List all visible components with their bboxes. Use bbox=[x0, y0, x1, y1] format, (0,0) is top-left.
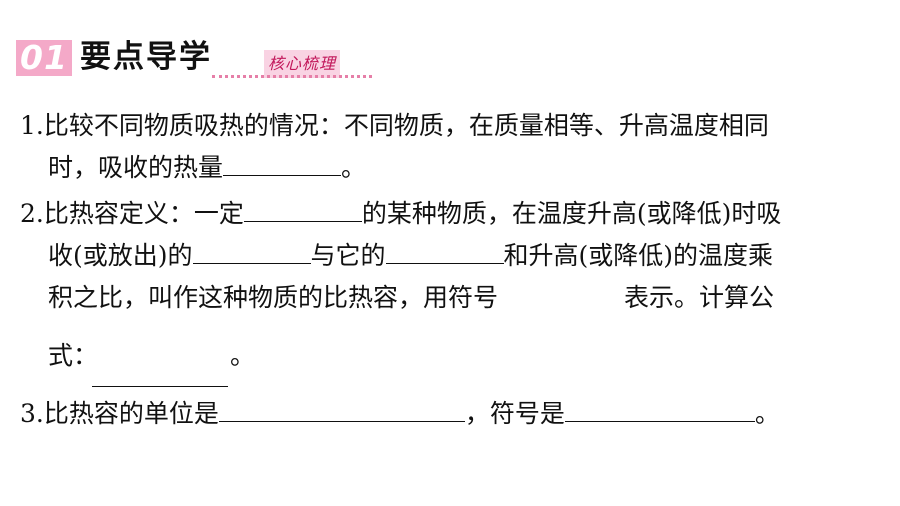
answer-blank[interactable] bbox=[385, 241, 504, 264]
item-2-text: 。 bbox=[230, 341, 256, 370]
section-header: 01 要点导学 核心梳理 bbox=[16, 34, 376, 80]
item-3-line-1: 3.比热容的单位是 ，符号是 。 bbox=[20, 396, 780, 432]
item-2-text: 表示。计算公 bbox=[624, 283, 775, 312]
dotted-underline bbox=[212, 75, 372, 78]
item-2-text: 式： bbox=[48, 341, 99, 370]
item-3-text: 3.比热容的单位是 bbox=[20, 399, 219, 428]
section-subtitle: 核心梳理 bbox=[264, 50, 341, 78]
item-2-text: 和升高(或降低)的温度乘 bbox=[503, 241, 774, 270]
item-1-line-1: 1.比较不同物质吸热的情况：不同物质，在质量相等、升高温度相同 bbox=[20, 108, 769, 144]
item-3-text: ，符号是 bbox=[464, 399, 565, 428]
answer-blank[interactable] bbox=[243, 199, 362, 222]
item-3-text: 。 bbox=[754, 399, 780, 428]
section-number-badge: 01 bbox=[16, 40, 72, 76]
item-1-text: 。 bbox=[341, 153, 367, 182]
item-2-line-2: 收(或放出)的 与它的 和升高(或降低)的温度乘 bbox=[48, 238, 773, 274]
item-2-line-4: 式： 。 bbox=[48, 338, 255, 374]
item-2-text: 2.比热容定义：一定 bbox=[20, 199, 244, 228]
answer-blank[interactable] bbox=[223, 153, 342, 176]
section-title: 要点导学 bbox=[80, 39, 212, 75]
item-2-text: 收(或放出)的 bbox=[48, 241, 193, 270]
answer-blank[interactable] bbox=[218, 399, 465, 422]
formula-blank-line[interactable] bbox=[92, 386, 228, 387]
item-1-text: 时，吸收的热量 bbox=[48, 153, 224, 182]
item-1-text: 1.比较不同物质吸热的情况：不同物质，在质量相等、升高温度相同 bbox=[20, 111, 769, 140]
item-1-line-2: 时，吸收的热量 。 bbox=[48, 150, 366, 186]
answer-blank[interactable] bbox=[192, 241, 311, 264]
item-2-line-3: 积之比，叫作这种物质的比热容，用符号 表示。计算公 bbox=[48, 280, 774, 316]
item-2-text: 的某种物质，在温度升高(或降低)时吸 bbox=[361, 199, 782, 228]
answer-blank[interactable] bbox=[564, 399, 755, 422]
item-2-line-1: 2.比热容定义：一定 的某种物质，在温度升高(或降低)时吸 bbox=[20, 196, 781, 232]
item-2-text: 积之比，叫作这种物质的比热容，用符号 bbox=[48, 283, 499, 312]
item-2-text: 与它的 bbox=[310, 241, 386, 270]
